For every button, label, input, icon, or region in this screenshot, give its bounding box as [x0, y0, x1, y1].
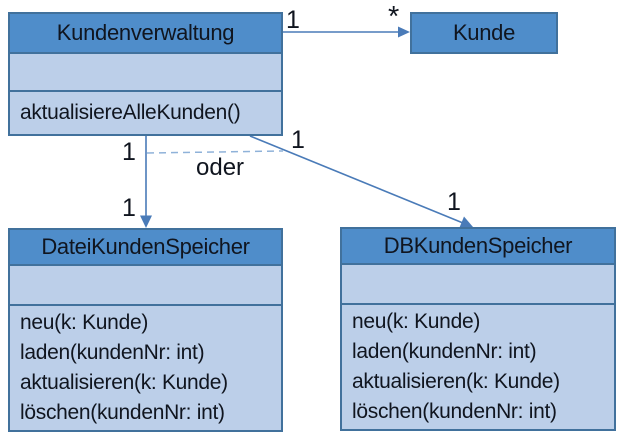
method-item: aktualisiereAlleKunden()	[20, 101, 241, 124]
multiplicity-db-target: 1	[447, 188, 461, 216]
methods-section-dateikundenspeicher: neu(k: Kunde) laden(kundenNr: int) aktua…	[10, 304, 281, 430]
method-item: laden(kundenNr: int)	[20, 341, 205, 364]
class-name-dateikundenspeicher: DateiKundenSpeicher	[10, 230, 281, 264]
association-db-line	[249, 135, 464, 224]
class-name-kundenverwaltung: Kundenverwaltung	[10, 14, 281, 52]
attributes-section-dbkundenspeicher	[342, 263, 614, 303]
multiplicity-datei-source: 1	[122, 138, 136, 166]
method-item: neu(k: Kunde)	[352, 310, 481, 333]
association-kunde-arrowhead-icon	[398, 26, 410, 38]
or-constraint-dashed-line	[146, 150, 284, 154]
multiplicity-datei-target: 1	[122, 194, 136, 222]
method-item: aktualisieren(k: Kunde)	[20, 371, 228, 394]
multiplicity-db-source: 1	[291, 126, 305, 154]
class-name-label: Kunde	[452, 20, 516, 45]
class-box-dateikundenspeicher: DateiKundenSpeicher neu(k: Kunde) laden(…	[8, 228, 283, 432]
association-datei-arrowhead-icon	[140, 215, 152, 228]
method-item: laden(kundenNr: int)	[352, 340, 537, 363]
or-constraint-label: oder	[196, 154, 245, 181]
attributes-section-dateikundenspeicher	[10, 264, 281, 304]
attributes-section-kundenverwaltung	[10, 52, 281, 90]
association-db-arrowhead-icon	[459, 216, 473, 228]
class-box-dbkundenspeicher: DBKundenSpeicher neu(k: Kunde) laden(kun…	[340, 227, 616, 431]
class-name-label: DateiKundenSpeicher	[41, 234, 250, 259]
method-item: neu(k: Kunde)	[20, 311, 149, 334]
methods-section-dbkundenspeicher: neu(k: Kunde) laden(kundenNr: int) aktua…	[342, 303, 614, 429]
class-name-dbkundenspeicher: DBKundenSpeicher	[342, 229, 614, 263]
class-box-kunde: Kunde	[410, 12, 558, 54]
multiplicity-kunde-target: *	[388, 1, 400, 33]
multiplicity-kunde-source: 1	[286, 6, 300, 34]
method-item: löschen(kundenNr: int)	[20, 401, 225, 424]
method-item: löschen(kundenNr: int)	[352, 400, 557, 423]
class-box-kundenverwaltung: Kundenverwaltung aktualisiereAlleKunden(…	[8, 12, 283, 136]
method-item: aktualisieren(k: Kunde)	[352, 370, 560, 393]
class-name-label: DBKundenSpeicher	[383, 233, 573, 258]
class-name-label: Kundenverwaltung	[56, 20, 235, 45]
methods-section-kundenverwaltung: aktualisiereAlleKunden()	[10, 90, 281, 134]
